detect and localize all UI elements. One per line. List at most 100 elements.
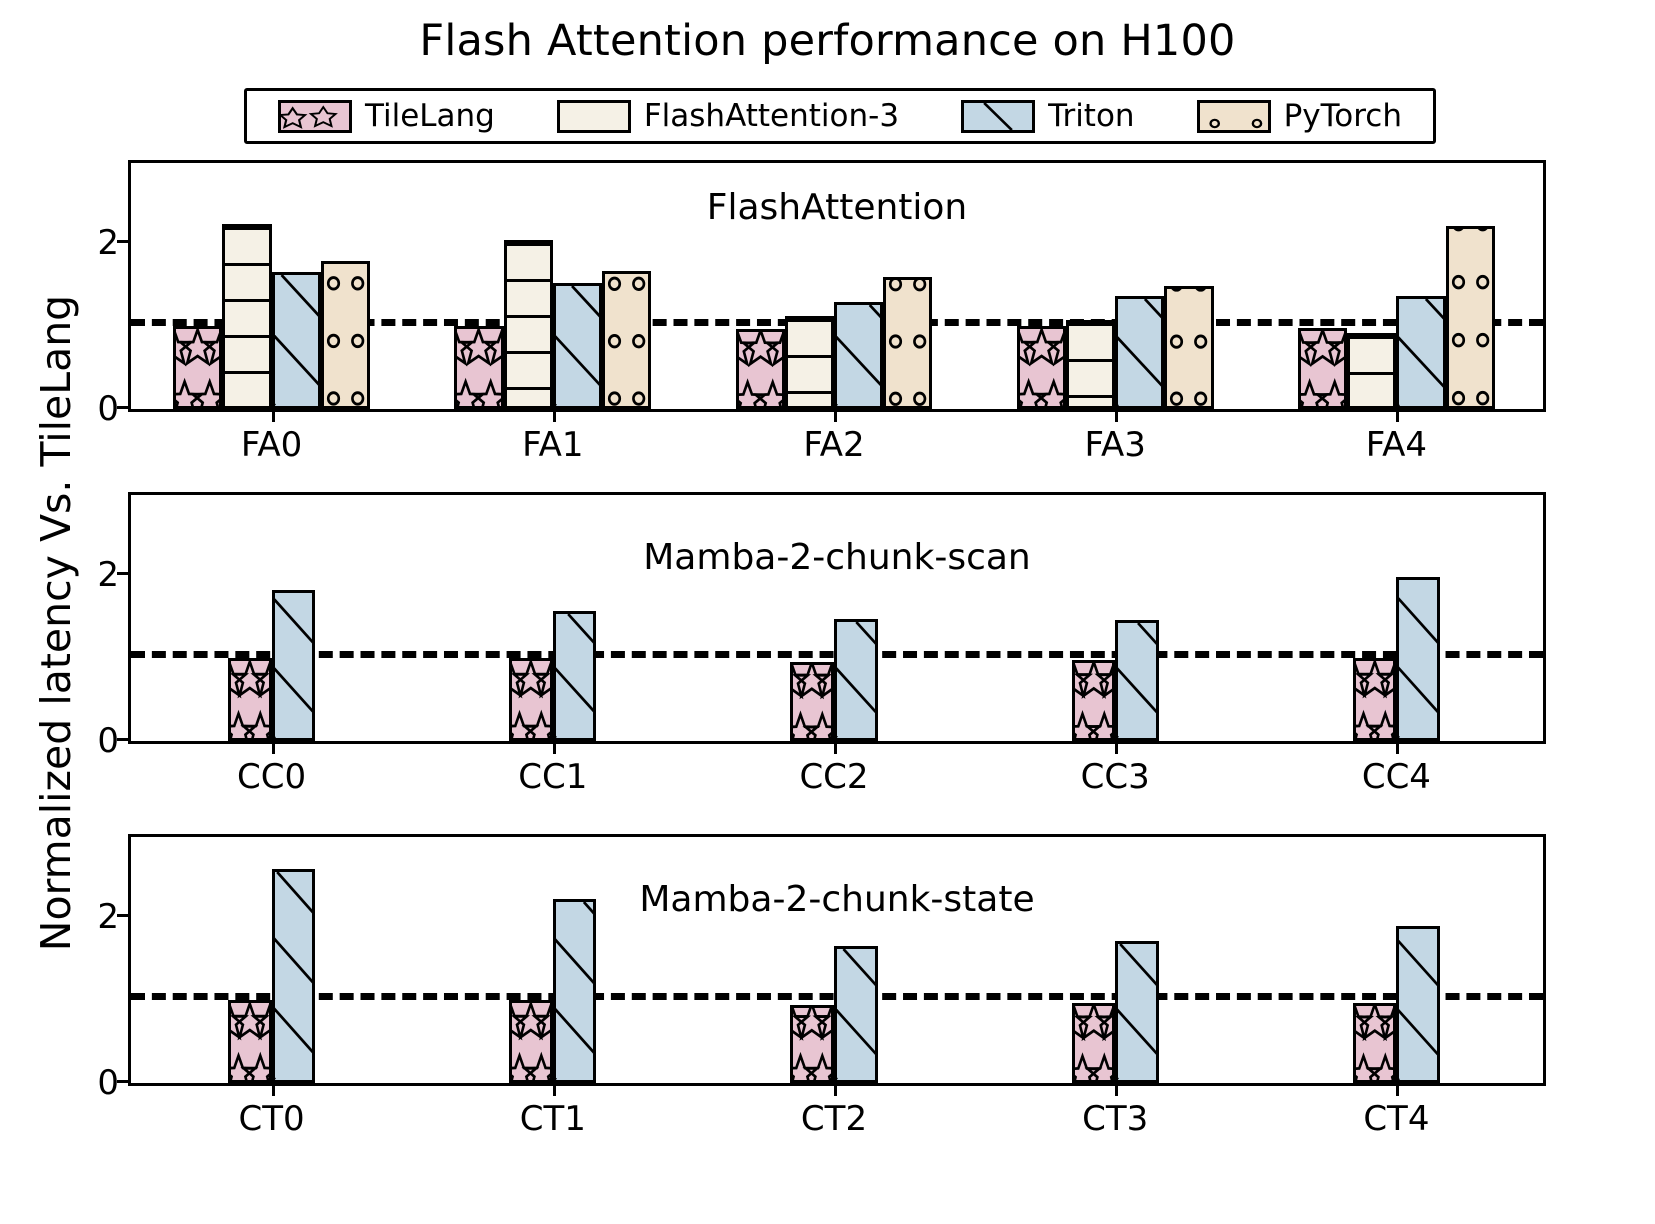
hatch-circles	[324, 264, 367, 406]
y-tick-mark	[117, 914, 131, 918]
hatch-diagonal-lines	[1118, 298, 1162, 406]
x-tick-mark	[1115, 1083, 1119, 1096]
hatch-stars	[231, 1003, 269, 1080]
hatch-diagonal-lines	[1399, 580, 1437, 738]
bar-ct3-triton[interactable]	[1115, 941, 1159, 1083]
hatch-stars	[231, 661, 269, 738]
bar-fa4-pytorch[interactable]	[1445, 226, 1495, 409]
bar-cc0-triton[interactable]	[271, 589, 316, 741]
x-tick-label-cc0: CC0	[237, 757, 307, 797]
hatch-stars	[1019, 329, 1063, 406]
bar-cc0-tilelang[interactable]	[228, 658, 272, 741]
x-tick-mark	[552, 409, 556, 422]
bar-fa3-tilelang[interactable]	[1016, 326, 1066, 409]
hatch-horizontal-lines	[787, 319, 831, 406]
x-tick-mark	[834, 1083, 837, 1096]
y-tick-mark	[117, 406, 131, 409]
bar-ct2-triton[interactable]	[834, 946, 878, 1083]
bar-fa1-pytorch[interactable]	[602, 270, 652, 409]
y-tick-label-0: 0	[97, 389, 119, 429]
bar-ct3-tilelang[interactable]	[1071, 1002, 1116, 1083]
bar-fa4-flashattention3[interactable]	[1347, 332, 1397, 409]
x-tick-label-fa2: FA2	[803, 425, 865, 465]
bar-fa0-triton[interactable]	[271, 272, 321, 409]
legend-item-triton[interactable]: Triton	[961, 98, 1135, 134]
hatch-stars	[1074, 662, 1113, 738]
hatch-circles	[886, 279, 929, 406]
hatch-diagonal-lines	[555, 286, 599, 406]
bar-cc2-tilelang[interactable]	[790, 661, 834, 741]
bar-fa1-tilelang[interactable]	[454, 326, 504, 409]
bar-fa3-flashattention3[interactable]	[1065, 319, 1116, 409]
bar-cc4-tilelang[interactable]	[1352, 658, 1397, 741]
x-tick-mark	[834, 409, 837, 422]
bar-fa4-tilelang[interactable]	[1297, 327, 1348, 409]
bar-fa3-pytorch[interactable]	[1164, 285, 1214, 409]
y-tick-mark	[117, 240, 131, 244]
hatch-diagonal-lines	[1118, 944, 1156, 1080]
bar-fa0-tilelang[interactable]	[173, 326, 223, 409]
bar-cc3-tilelang[interactable]	[1071, 659, 1116, 741]
hatch-stars	[457, 329, 501, 406]
y-tick-label-2: 2	[97, 555, 119, 596]
x-tick-mark	[271, 409, 275, 422]
bar-fa3-triton[interactable]	[1115, 295, 1165, 409]
x-tick-mark	[1396, 409, 1400, 422]
x-tick-label-fa0: FA0	[240, 425, 303, 465]
hatch-circles	[1167, 288, 1210, 406]
hatch-stars	[1074, 1005, 1113, 1080]
bar-ct1-triton[interactable]	[552, 899, 597, 1083]
bar-ct4-triton[interactable]	[1396, 925, 1440, 1083]
hatch-diagonal-lines	[274, 872, 313, 1080]
bar-fa2-tilelang[interactable]	[735, 328, 785, 409]
x-tick-mark	[1115, 741, 1119, 754]
legend-label: PyTorch	[1283, 98, 1402, 134]
legend-item-flashattention3[interactable]: FlashAttention-3	[556, 98, 899, 134]
x-tick-label-ct3: CT3	[1082, 1099, 1149, 1139]
swatch-flashattention3-icon	[556, 99, 631, 133]
bar-fa2-triton[interactable]	[834, 302, 884, 409]
y-tick-mark	[117, 572, 131, 576]
legend-item-tilelang[interactable]: TileLang	[277, 98, 495, 134]
bar-fa4-triton[interactable]	[1396, 295, 1446, 409]
hatch-stars	[512, 661, 550, 738]
hatch-stars	[793, 1008, 831, 1080]
hatch-horizontal-lines	[1350, 335, 1394, 406]
y-tick-mark	[117, 738, 131, 741]
bar-fa0-flashattention3[interactable]	[222, 223, 272, 409]
bar-fa2-flashattention3[interactable]	[784, 316, 834, 409]
y-tick-mark	[117, 1080, 131, 1083]
bar-ct0-tilelang[interactable]	[228, 1000, 272, 1083]
bar-fa0-pytorch[interactable]	[320, 260, 370, 409]
legend-item-pytorch[interactable]: PyTorch	[1196, 98, 1402, 134]
legend-label: Triton	[1048, 98, 1135, 134]
bar-fa2-pytorch[interactable]	[883, 276, 933, 409]
hatch-stars	[1355, 661, 1394, 738]
bar-ct1-tilelang[interactable]	[509, 1000, 553, 1083]
bar-cc2-triton[interactable]	[834, 619, 878, 741]
x-tick-label-cc4: CC4	[1361, 757, 1431, 797]
x-tick-label-ct2: CT2	[800, 1099, 868, 1139]
x-tick-label-cc1: CC1	[518, 757, 588, 797]
bar-ct4-tilelang[interactable]	[1352, 1002, 1397, 1083]
x-tick-mark	[1396, 741, 1400, 754]
bar-cc1-triton[interactable]	[552, 611, 597, 741]
x-tick-label-cc3: CC3	[1080, 757, 1150, 797]
bar-fa1-triton[interactable]	[552, 283, 602, 409]
bar-ct2-tilelang[interactable]	[790, 1005, 834, 1083]
bar-cc3-triton[interactable]	[1115, 620, 1159, 741]
bar-fa1-flashattention3[interactable]	[503, 240, 553, 409]
bar-ct0-triton[interactable]	[271, 869, 316, 1083]
x-tick-label-fa3: FA3	[1084, 425, 1146, 465]
hatch-diagonal-lines	[555, 902, 594, 1080]
figure-title: Flash Attention performance on H100	[419, 16, 1236, 66]
hatch-diagonal-lines	[1118, 623, 1156, 738]
bar-cc1-tilelang[interactable]	[509, 658, 553, 741]
bar-cc4-triton[interactable]	[1396, 577, 1440, 741]
hatch-stars	[793, 664, 831, 738]
swatch-pytorch-icon	[1196, 99, 1271, 133]
